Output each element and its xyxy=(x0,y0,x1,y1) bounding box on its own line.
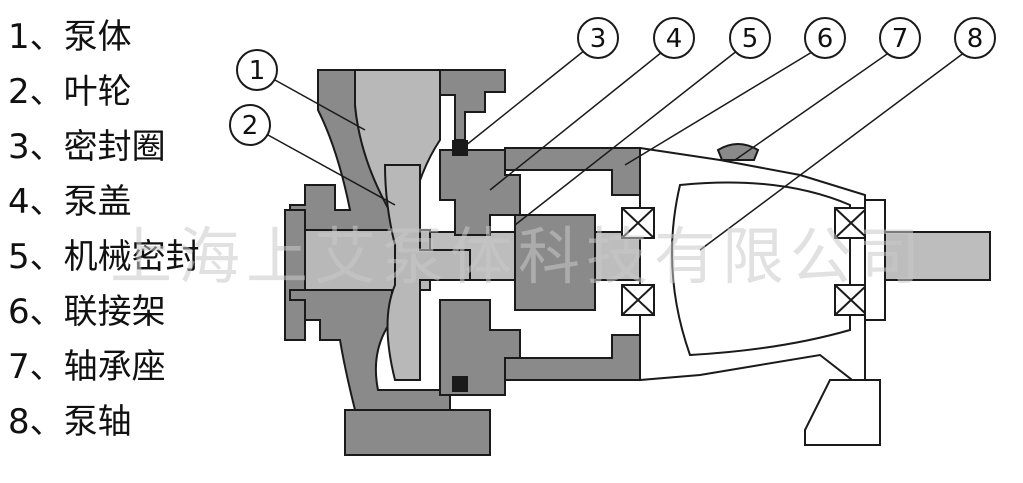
callout-4: 4 xyxy=(653,17,695,59)
bearing-rear xyxy=(834,207,868,316)
svg-text:6: 6 xyxy=(817,24,834,54)
legend-item-pump-body: 1、泵体 xyxy=(8,17,132,57)
svg-text:2: 2 xyxy=(242,111,259,141)
svg-text:1: 1 xyxy=(249,56,266,86)
seal-ring-upper xyxy=(452,140,468,156)
impeller xyxy=(383,164,471,381)
callout-2: 2 xyxy=(229,104,271,146)
legend-item-impeller: 2、叶轮 xyxy=(8,72,132,112)
support-foot xyxy=(804,379,881,446)
pump-body-outlet xyxy=(439,69,506,141)
callout-7: 7 xyxy=(879,17,921,59)
legend-item-pump-shaft: 8、泵轴 xyxy=(8,402,132,442)
svg-text:7: 7 xyxy=(892,24,909,54)
bearing-housing-inner xyxy=(671,181,851,357)
legend-item-bearing-housing: 7、轴承座 xyxy=(8,347,166,387)
legend-item-mechanical-seal: 5、机械密封 xyxy=(8,237,200,277)
callout-6: 6 xyxy=(804,17,846,59)
parts-legend: 1、泵体 2、叶轮 3、密封圈 4、泵盖 5、机械密封 6、联接架 7、轴承座 … xyxy=(8,10,248,450)
pump-body-lower xyxy=(289,289,451,411)
suction-flange-rim xyxy=(284,209,306,341)
callout-8: 8 xyxy=(954,17,996,59)
bearing-front xyxy=(621,207,655,316)
callout-1: 1 xyxy=(236,49,278,91)
svg-text:5: 5 xyxy=(742,24,759,54)
watermark-text: 上海上艾泵体科技有限公司 xyxy=(110,220,926,293)
pump-foot xyxy=(344,409,491,456)
legend-item-seal-ring: 3、密封圈 xyxy=(8,127,166,167)
svg-text:3: 3 xyxy=(590,24,607,54)
leader-lines xyxy=(267,49,966,251)
bearing-end-cap xyxy=(864,199,886,321)
legend-item-connecting-frame: 6、联接架 xyxy=(8,292,166,332)
legend-item-pump-cover: 4、泵盖 xyxy=(8,182,132,222)
svg-text:4: 4 xyxy=(666,24,683,54)
seal-ring-lower xyxy=(452,376,468,392)
mechanical-seal xyxy=(514,214,596,311)
callout-3: 3 xyxy=(577,17,619,59)
callout-5: 5 xyxy=(729,17,771,59)
oil-cap xyxy=(716,143,760,161)
svg-text:8: 8 xyxy=(967,24,984,54)
